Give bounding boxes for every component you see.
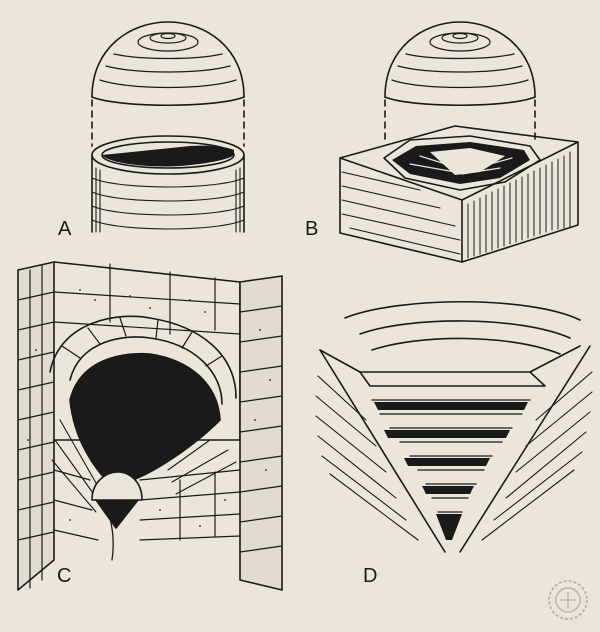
top-ledge-d: [359, 371, 546, 387]
panel-label-c: C: [57, 565, 72, 587]
panel-label-a: A: [58, 218, 72, 240]
panel-b-drawing: [339, 21, 579, 263]
panel-d-drawing: [315, 300, 593, 553]
arch-c: [49, 315, 237, 399]
panel-a-drawing: [91, 21, 245, 233]
stamp-logo-icon: [548, 580, 588, 620]
corner-dome-c: [91, 471, 143, 501]
dome-a: [91, 21, 245, 98]
squinch-void-c: [69, 352, 221, 487]
panel-label-b: B: [305, 218, 319, 240]
panel-c-drawing: [17, 261, 283, 591]
panel-label-d: D: [363, 565, 378, 587]
dome-b: [384, 21, 536, 98]
